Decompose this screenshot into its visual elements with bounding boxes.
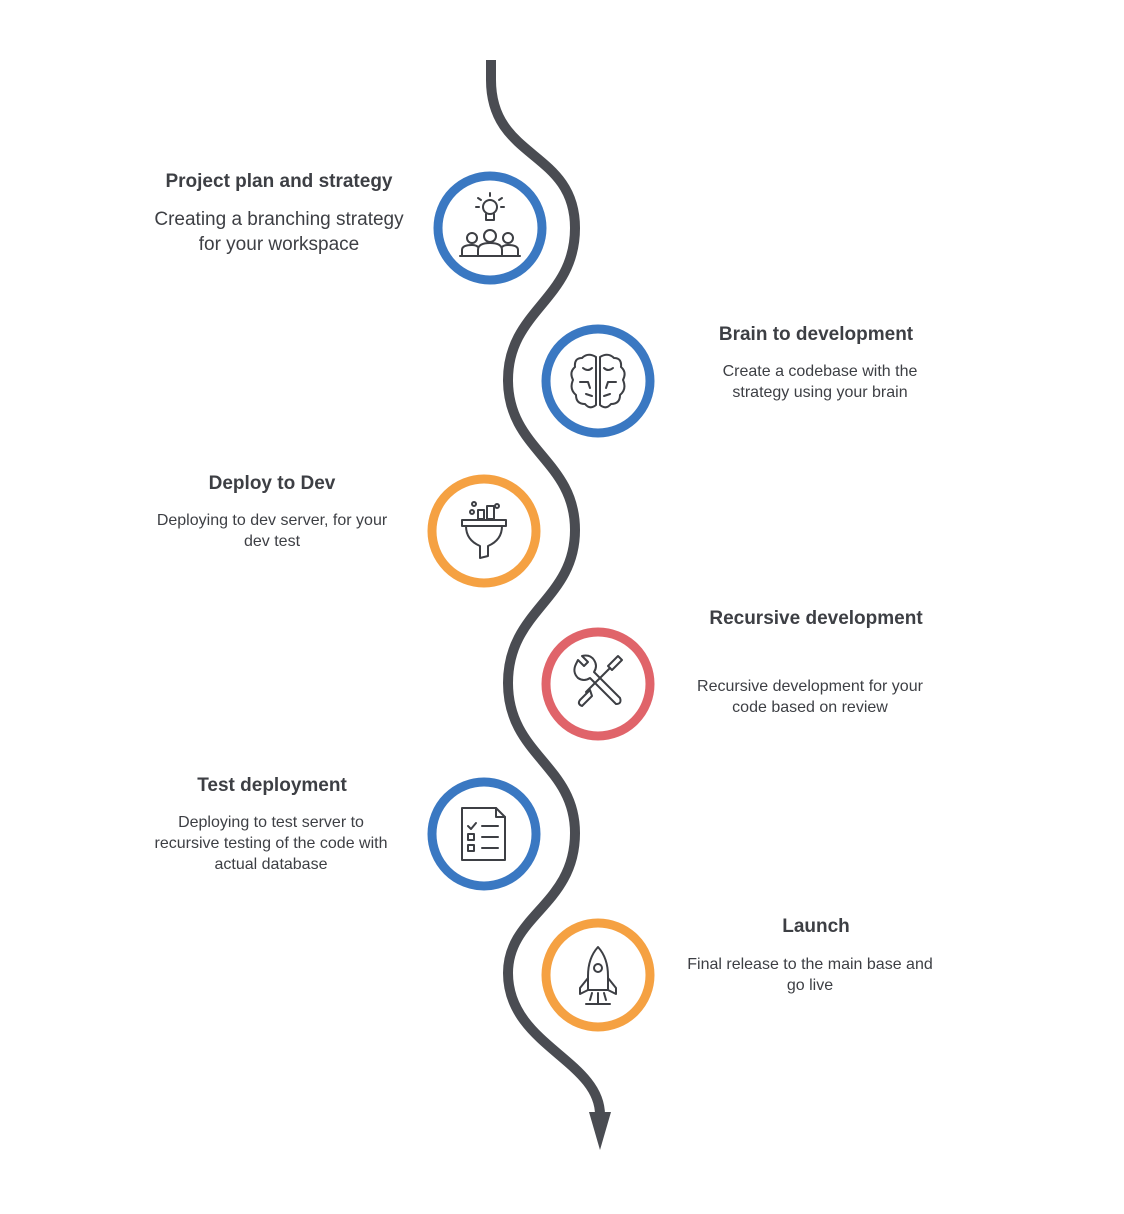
step-3-description: Deploying to dev server, for your dev te…	[112, 510, 432, 552]
step-6-title: Launch	[782, 916, 850, 937]
step-2-desc-line: Create a codebase with the	[722, 363, 918, 380]
step-1-title: Project plan and strategy	[165, 171, 393, 192]
step-3-desc-line: Deploying to dev server, for your	[156, 512, 388, 529]
tools-icon	[573, 654, 623, 707]
step-3-ring	[427, 474, 541, 588]
brain-icon	[570, 353, 626, 409]
step-2-node	[541, 324, 655, 438]
step-1-node	[433, 171, 547, 285]
step-3-node	[427, 474, 541, 588]
step-4-desc-line: Recursive development for your	[697, 678, 923, 695]
step-5-desc-line: Deploying to test server to	[178, 814, 364, 831]
step-2-title: Brain to development	[718, 324, 914, 345]
step-4-node	[541, 627, 655, 741]
step-6-ring	[541, 918, 655, 1032]
step-2-description: Create a codebase with the strategy usin…	[660, 361, 980, 403]
step-1-desc-line: for your workspace	[198, 234, 360, 255]
step-5-description: Deploying to test server to recursive te…	[106, 812, 436, 875]
step-5-ring	[427, 777, 541, 891]
step-2-desc-line: strategy using your brain	[732, 384, 908, 401]
step-5-desc-line: recursive testing of the code with	[154, 835, 388, 852]
step-1-ring	[433, 171, 547, 285]
step-2-ring	[541, 324, 655, 438]
step-4-description: Recursive development for your code base…	[650, 676, 970, 718]
step-5-node	[427, 777, 541, 891]
checklist-icon	[461, 807, 506, 861]
step-6-node	[541, 918, 655, 1032]
step-6-desc-line: Final release to the main base and	[687, 956, 933, 973]
step-3-desc-line: dev test	[243, 533, 301, 550]
step-5-desc-line: actual database	[214, 856, 328, 873]
team-idea-icon	[459, 192, 521, 257]
step-5-title: Test deployment	[197, 775, 347, 796]
path-line	[486, 60, 605, 1116]
funnel-icon	[461, 501, 507, 559]
rocket-icon	[579, 946, 617, 1005]
step-4-ring	[541, 627, 655, 741]
step-6-desc-line: go live	[786, 977, 834, 994]
step-1-desc-line: Creating a branching strategy	[154, 209, 404, 230]
arrow-head-icon	[589, 1112, 611, 1150]
step-6-description: Final release to the main base and go li…	[645, 954, 975, 996]
step-4-title: Recursive development	[709, 608, 923, 629]
step-1-description: Creating a branching strategy for your w…	[129, 207, 429, 257]
step-4-desc-line: code based on review	[732, 699, 888, 716]
step-3-title: Deploy to Dev	[208, 473, 336, 494]
